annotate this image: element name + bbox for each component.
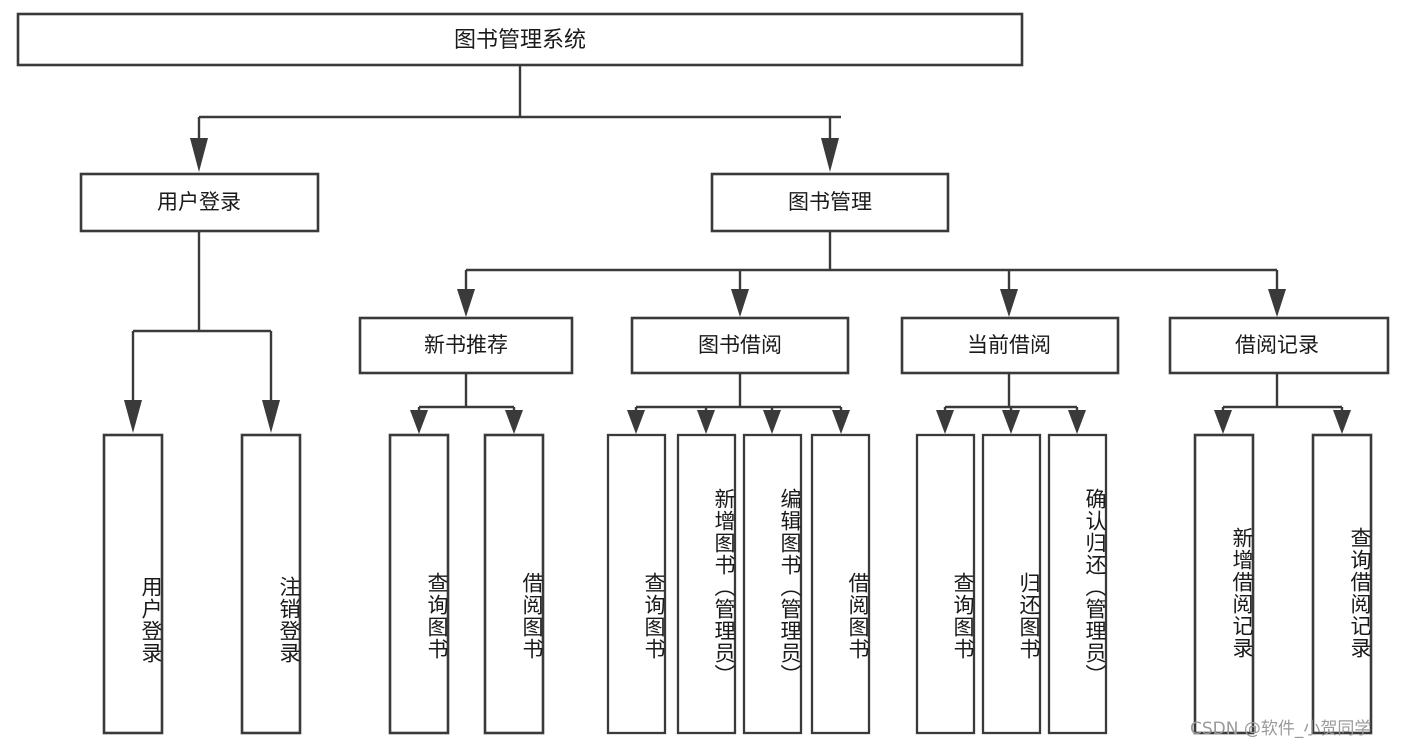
- node-leaf-user-login-box[interactable]: [102, 433, 164, 735]
- node-root[interactable]: 图书管理系统: [16, 12, 1024, 67]
- arrow-head-leaf-query-book-1: [410, 410, 428, 434]
- node-borrow-record-box[interactable]: [1168, 316, 1390, 375]
- node-leaf-logout-box[interactable]: [240, 433, 302, 735]
- node-current-borrow-label: 当前借阅: [967, 333, 1051, 357]
- arrow-head-user-login: [190, 138, 208, 172]
- arrow-head-borrow-record: [1268, 289, 1286, 317]
- node-leaf-borrow-book-2-box[interactable]: [810, 433, 871, 735]
- arrow-head-leaf-borrow-book-2: [832, 410, 850, 434]
- arrow-head-leaf-query-book-2: [627, 410, 645, 434]
- arrow-head-leaf-user-login: [124, 400, 142, 433]
- node-current-borrow-box[interactable]: [900, 316, 1120, 375]
- node-root-box[interactable]: [16, 12, 1024, 67]
- node-new-book-recommend-label: 新书推荐: [424, 333, 508, 357]
- node-leaf-add-record-box[interactable]: [1193, 433, 1255, 735]
- watermark-text: CSDN @软件_小贺同学: [1190, 719, 1372, 739]
- arrow-head-current-borrow: [1000, 289, 1018, 317]
- node-leaf-borrow-book-1-box[interactable]: [483, 433, 545, 735]
- node-borrow-record-label: 借阅记录: [1235, 333, 1319, 357]
- node-leaf-edit-book-box[interactable]: [742, 433, 803, 735]
- connector-user-login-to-leaves: [124, 231, 280, 433]
- arrow-head-leaf-add-record: [1214, 410, 1232, 434]
- connector-book-borrow-to-leaves: [627, 373, 850, 434]
- node-borrow-record[interactable]: 借阅记录: [1168, 316, 1390, 375]
- arrow-head-leaf-edit-book: [763, 410, 781, 434]
- node-user-login-label: 用户登录: [157, 190, 241, 214]
- connector-current-borrow-to-leaves: [936, 373, 1086, 434]
- node-leaf-return-book-box[interactable]: [981, 433, 1042, 735]
- connector-root-to-level1: [190, 65, 841, 172]
- node-root-label: 图书管理系统: [454, 28, 586, 53]
- node-book-management-label: 图书管理: [788, 190, 872, 214]
- arrow-head-leaf-query-book-3: [936, 410, 954, 434]
- arrow-head-new-book-recommend: [457, 289, 475, 317]
- node-leaf-confirm-return-box[interactable]: [1047, 433, 1108, 735]
- node-leaf-query-book-2-box[interactable]: [606, 433, 667, 735]
- connector-borrow-record-to-leaves: [1214, 373, 1351, 434]
- node-user-login[interactable]: 用户登录: [79, 172, 320, 233]
- node-leaf-query-book-1-box[interactable]: [388, 433, 450, 735]
- node-current-borrow[interactable]: 当前借阅: [900, 316, 1120, 375]
- node-user-login-box[interactable]: [79, 172, 320, 233]
- node-book-management-box[interactable]: [710, 172, 950, 233]
- arrow-head-book-management: [821, 138, 839, 172]
- node-new-book-recommend-box[interactable]: [358, 316, 574, 375]
- node-leaf-query-record-box[interactable]: [1311, 433, 1373, 735]
- node-leaf-add-book-box[interactable]: [676, 433, 737, 735]
- connector-new-book-recommend-to-leaves: [410, 373, 523, 434]
- node-new-book-recommend[interactable]: 新书推荐: [358, 316, 574, 375]
- arrow-head-leaf-confirm-return: [1068, 410, 1086, 434]
- node-book-borrow-label: 图书借阅: [698, 333, 782, 357]
- arrow-head-book-borrow: [731, 289, 749, 317]
- node-leaf-query-book-3-box[interactable]: [915, 433, 976, 735]
- arrow-head-leaf-add-book: [697, 410, 715, 434]
- arrow-head-leaf-query-record: [1333, 410, 1351, 434]
- connector-book-management-to-level2: [457, 231, 1286, 317]
- arrow-head-leaf-borrow-book-1: [505, 410, 523, 434]
- node-book-management[interactable]: 图书管理: [710, 172, 950, 233]
- arrow-head-leaf-logout: [262, 400, 280, 433]
- arrow-head-leaf-return-book: [1002, 410, 1020, 434]
- node-book-borrow[interactable]: 图书借阅: [630, 316, 850, 375]
- node-book-borrow-box[interactable]: [630, 316, 850, 375]
